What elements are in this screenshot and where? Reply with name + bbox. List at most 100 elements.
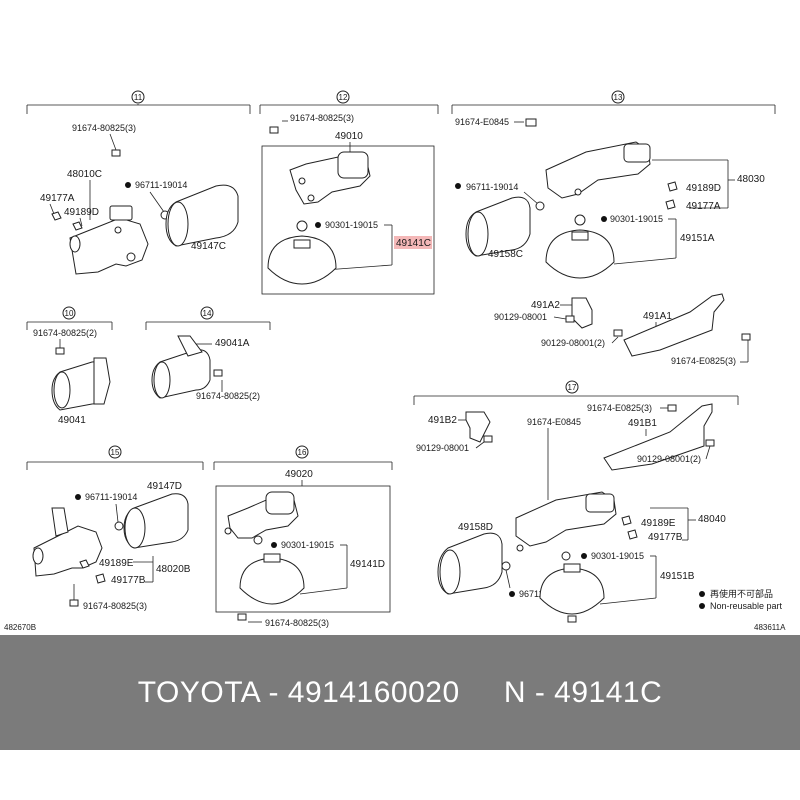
part-label: 90129-08001: [416, 443, 469, 453]
bracket-icon: [623, 293, 725, 357]
bolt-icon: [69, 599, 79, 607]
part-label: 49147C: [191, 241, 226, 252]
o-ring-icon: [535, 201, 545, 211]
part-label: 49189E: [99, 558, 134, 569]
part-label: 90301-19015: [610, 214, 663, 224]
part-number-text: TOYOTA - 4914160020 N - 49141C: [137, 675, 663, 709]
o-ring-icon: [574, 214, 586, 226]
pump-body-icon: [33, 525, 103, 577]
assembly-box: [215, 485, 391, 613]
accumulator-sphere-icon: [267, 235, 337, 285]
part-label: 96711-19014: [135, 180, 187, 190]
part-label: 49177A: [40, 193, 75, 204]
accumulator-sphere-icon: [539, 567, 605, 615]
highlight-box: [394, 236, 432, 249]
part-label: 49158D: [458, 522, 493, 533]
assembly-box: [261, 145, 435, 295]
o-ring-icon: [296, 220, 308, 232]
bolt-icon: [667, 404, 677, 412]
bolt-icon: [55, 347, 65, 355]
part-label: 48020B: [156, 564, 191, 575]
part-label: 91674-E0825(3): [587, 403, 652, 413]
spring-icon: [253, 535, 263, 545]
legend-en: Non-reusable part: [710, 601, 783, 611]
part-label: 491A1: [643, 311, 672, 322]
part-label: 91674-E0845: [455, 117, 509, 127]
part-label: 491B1: [628, 418, 657, 429]
part-label: 49041: [58, 415, 86, 426]
part-label: 90301-19015: [591, 551, 644, 561]
part-label: 90129-08001(2): [541, 338, 605, 348]
part-label: 90301-19015: [325, 220, 378, 230]
bracket-icon: [571, 297, 593, 329]
legend-zh: 再使用不可部品: [710, 588, 773, 599]
part-label: 91674-E0845: [527, 417, 581, 427]
non-reusable-mark: [699, 591, 705, 597]
part-label: 49041A: [215, 338, 250, 349]
bolt-icon: [213, 369, 223, 377]
part-label: 90301-19015: [281, 540, 334, 550]
bolt-icon: [111, 149, 121, 157]
non-reusable-mark: [271, 542, 277, 548]
part-label: 49010: [335, 131, 363, 142]
non-reusable-mark: [75, 494, 81, 500]
part-label: 91674-80825(2): [33, 328, 97, 338]
group-16: 16 49020 90301-19015 49141D 91674-80825(…: [213, 445, 393, 628]
group-15: 15 49147D 96711-19014 49189E 48020B 4917…: [26, 445, 204, 611]
bracket-icon: [465, 411, 491, 443]
group-number: 15: [111, 448, 120, 457]
o-ring-icon: [501, 561, 511, 571]
part-label: 49189E: [641, 518, 676, 529]
part-label: 91674-80825(3): [290, 113, 354, 123]
part-label: 49177B: [648, 532, 683, 543]
part-label: 91674-E0825(3): [671, 356, 736, 366]
non-reusable-mark: [581, 553, 587, 559]
part-label: 491B2: [428, 415, 457, 426]
part-label: 49141D: [350, 559, 385, 570]
group-17: 17 91674-E0825(3) 491B2 91674-E0845 491B…: [413, 380, 739, 623]
bolt-icon: [269, 126, 279, 134]
part-label: 91674-80825(3): [83, 601, 147, 611]
bolt-icon: [525, 118, 537, 127]
group-11: 11 91674-80825(3) 48010C 49177A 49189D 9…: [26, 90, 251, 275]
bottom-margin: [0, 750, 800, 800]
part-label: 48040: [698, 514, 726, 525]
part-label: 91674-80825(3): [265, 618, 329, 628]
non-reusable-mark: [509, 591, 515, 597]
part-label: 49158C: [488, 249, 523, 260]
part-label: 49020: [285, 469, 313, 480]
group-number: 10: [65, 309, 74, 318]
bracket-icon: [603, 403, 713, 471]
non-reusable-mark: [315, 222, 321, 228]
group-number: 17: [568, 383, 577, 392]
group-14: 14 49041A 91674-80825(2): [145, 306, 271, 401]
part-label: 49147D: [147, 481, 182, 492]
part-label: 91674-80825(2): [196, 391, 260, 401]
part-label: 49189D: [64, 207, 99, 218]
group-13: 13 91674-E0845 48030 96711-19014 49189D …: [451, 90, 776, 366]
non-reusable-mark: [455, 183, 461, 189]
ref-code-right: 483611A: [754, 623, 786, 632]
part-label: 49151A: [680, 233, 715, 244]
part-label: 49151B: [660, 571, 695, 582]
non-reusable-mark: [125, 182, 131, 188]
part-number-banner: TOYOTA - 4914160020 N - 49141C: [0, 635, 800, 750]
accumulator-sphere-icon: [545, 229, 615, 279]
parts-diagram: 11 91674-80825(3) 48010C 49177A 49189D 9…: [4, 90, 786, 632]
spring-icon: [561, 551, 571, 561]
group-number: 14: [203, 309, 212, 318]
part-label: 48030: [737, 174, 765, 185]
group-number-circle: [131, 90, 145, 104]
legend: 再使用不可部品 Non-reusable part: [699, 588, 783, 611]
part-label: 48010C: [67, 169, 102, 180]
group-12: 12 91674-80825(3) 49010 90301-19015 4914…: [259, 90, 439, 295]
highlighted-part-label: 49141C: [396, 238, 431, 249]
o-ring-icon: [114, 521, 124, 531]
part-label: 90129-08001: [494, 312, 547, 322]
part-label: 49177B: [111, 575, 146, 586]
part-label: 491A2: [531, 300, 560, 311]
part-label: 90129-08001(2): [637, 454, 701, 464]
part-label: 96711-19014: [85, 492, 137, 502]
group-10: 10 91674-80825(2) 49041: [26, 306, 113, 426]
part-label: 49189D: [686, 183, 721, 194]
